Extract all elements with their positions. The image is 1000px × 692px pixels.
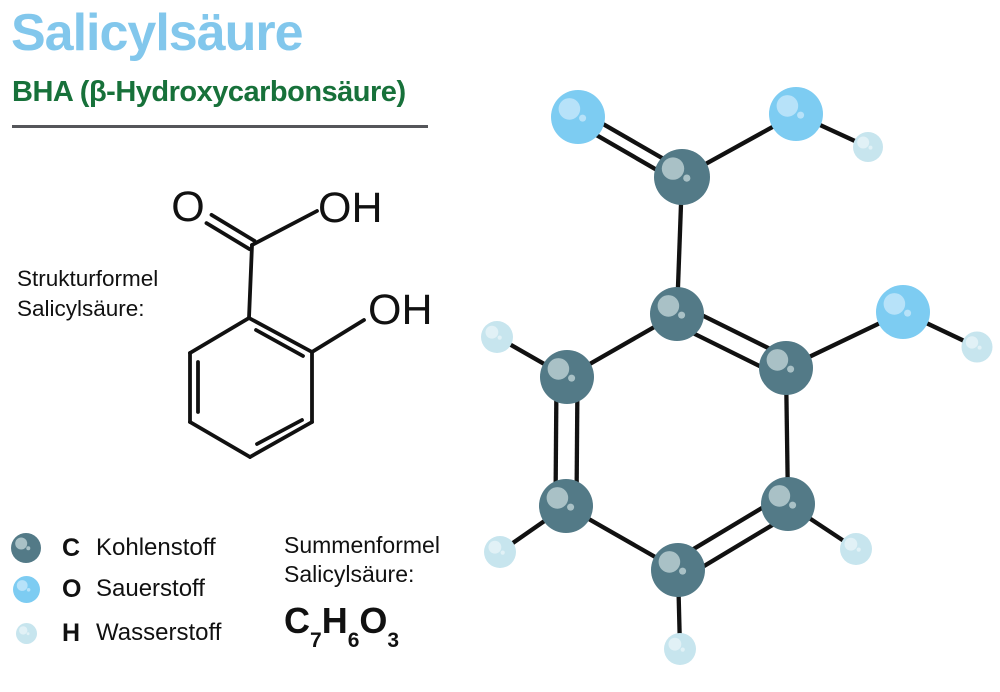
atom-c7-c-ball [654, 149, 710, 205]
atom-o3-o-ball [876, 285, 930, 339]
formula-count-c: 7 [310, 629, 322, 653]
hydrogen-ball-icon [0, 622, 52, 644]
page-subtitle: BHA (β-Hydroxycarbonsäure) [12, 76, 406, 108]
legend-symbol-hydrogen: H [62, 618, 81, 647]
atom-c3-c-ball [761, 477, 815, 531]
sum-formula-label-line1: Summenformel [284, 532, 440, 558]
atom-h4-h-ball [484, 536, 516, 568]
atom-h3-h-ball [481, 321, 513, 353]
carbon-ball-icon [0, 533, 52, 563]
title-underline [12, 125, 428, 128]
legend-row-carbon: C Kohlenstoff [0, 528, 216, 568]
carbonyl-oxygen-label: O [171, 183, 204, 231]
structural-formula-bonds [188, 209, 366, 459]
legend-name-hydrogen: Wasserstoff [96, 619, 222, 646]
atom-h5-h-ball [664, 633, 696, 665]
page-title: Salicylsäure [11, 4, 304, 62]
molecular-formula: C7H6O3 [284, 600, 440, 651]
sum-formula-label-line2: Salicylsäure: [284, 561, 415, 587]
atom-h2-h-ball [961, 331, 993, 363]
atom-h1-h-ball [853, 132, 883, 162]
structural-formula-label: Strukturformel Salicylsäure: [17, 264, 158, 324]
structural-formula-label-line2: Salicylsäure: [17, 296, 145, 321]
oxygen-ball-icon [0, 575, 52, 603]
formula-element-h: H [321, 600, 348, 641]
atom-c5-c-ball [539, 479, 593, 533]
acid-hydroxyl-label: OH [318, 184, 383, 232]
atom-c1-c-ball [650, 287, 704, 341]
legend-row-hydrogen: H Wasserstoff [0, 613, 221, 653]
atom-o1-o-ball [551, 90, 605, 144]
legend-symbol-oxygen: O [62, 574, 82, 603]
phenol-hydroxyl-label: OH [368, 286, 433, 334]
legend-symbol-carbon: C [62, 533, 81, 562]
formula-count-o: 3 [387, 629, 400, 653]
legend-row-oxygen: O Sauerstoff [0, 569, 205, 609]
atom-c2-c-ball [759, 341, 813, 395]
formula-element-o: O [359, 600, 388, 641]
atom-o2-o-ball [769, 87, 823, 141]
formula-element-c: C [284, 600, 310, 641]
atom-c4-c-ball [651, 543, 705, 597]
structural-formula-label-line1: Strukturformel [17, 266, 159, 291]
sum-formula-block: Summenformel Salicylsäure: C7H6O3 [284, 531, 440, 651]
formula-count-h: 6 [347, 629, 360, 653]
legend-name-oxygen: Sauerstoff [96, 575, 205, 602]
sum-formula-label: Summenformel Salicylsäure: [284, 531, 440, 589]
atom-h6-h-ball [840, 533, 872, 565]
legend-name-carbon: Kohlenstoff [96, 534, 216, 561]
atom-c6-c-ball [540, 350, 594, 404]
